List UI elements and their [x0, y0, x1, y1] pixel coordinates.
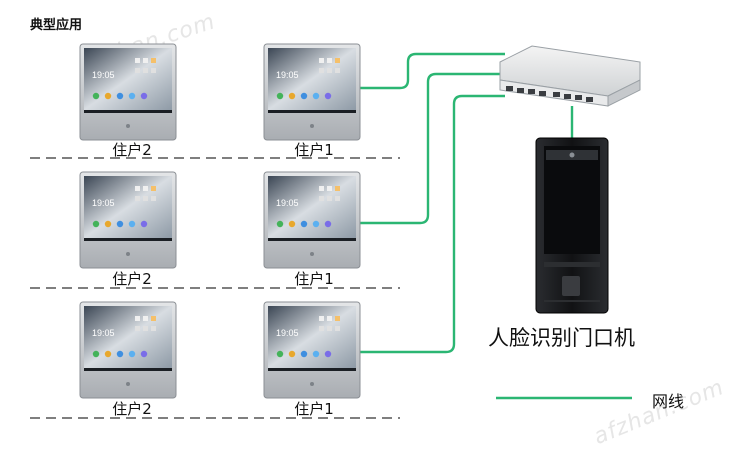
resident-2-label: 住户2 — [112, 400, 152, 418]
indoor-monitor — [263, 43, 361, 141]
face-recognition-door-station — [535, 137, 609, 314]
monitor-time: 19:05 — [92, 198, 115, 208]
network-cable — [358, 52, 505, 90]
network-cable — [358, 72, 505, 225]
network-switch — [499, 45, 641, 107]
indoor-monitor — [263, 301, 361, 399]
indoor-monitor — [79, 171, 177, 269]
door-station-label: 人脸识别门口机 — [488, 326, 635, 350]
resident-2-label: 住户2 — [112, 270, 152, 288]
monitor-time: 19:05 — [276, 328, 299, 338]
resident-1-label: 住户1 — [294, 270, 334, 288]
indoor-monitor — [79, 43, 177, 141]
resident-1-label: 住户1 — [294, 400, 334, 418]
monitor-time: 19:05 — [92, 70, 115, 80]
resident-1-label: 住户1 — [294, 141, 334, 159]
network-cable — [358, 94, 505, 354]
indoor-monitor — [263, 171, 361, 269]
diagram-title: 典型应用 — [30, 18, 83, 33]
resident-2-label: 住户2 — [112, 141, 152, 159]
monitor-time: 19:05 — [92, 328, 115, 338]
indoor-monitor — [79, 301, 177, 399]
legend-cable-label: 网线 — [652, 392, 685, 411]
monitor-time: 19:05 — [276, 70, 299, 80]
monitor-time: 19:05 — [276, 198, 299, 208]
